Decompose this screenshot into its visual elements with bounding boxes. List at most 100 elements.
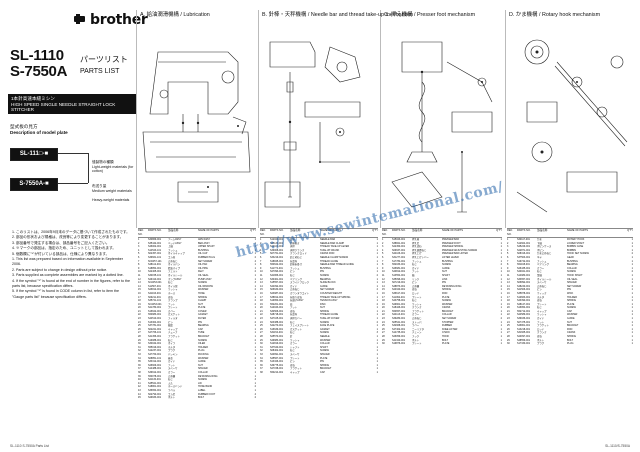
name-jp-cell: ねじ (168, 338, 173, 342)
name-en-cell: PUMP ASSY (198, 277, 212, 281)
qty-cell: 1 (500, 266, 502, 270)
parts-no-cell: S19950-001 (270, 299, 284, 303)
ref-no-cell: 3 (138, 245, 140, 249)
qty-cell: 1 (500, 248, 502, 252)
machine-description-band: 1本針高速本縫ミシン HIGH SPEED SINGLE NEEDLE STRA… (8, 94, 136, 114)
table-header: REF. NO. PARTS NO. 部品名称 NAME OF PARTS Q'… (260, 229, 378, 238)
name-jp-cell: プレート (412, 342, 422, 346)
ref-no-cell: 22 (382, 313, 385, 317)
name-en-cell: BUSHING (198, 248, 209, 252)
qty-cell: 1 (376, 353, 378, 356)
ref-no-cell: 44 (138, 392, 141, 396)
name-jp-cell: 押えばね (412, 245, 422, 249)
qty-cell: 1 (500, 338, 502, 342)
qty-cell: 2 (376, 288, 378, 292)
parts-no-cell: S28127-001 (517, 302, 531, 306)
parts-no-cell: S35442-001 (148, 241, 162, 245)
name-en-cell: PLUG (567, 342, 574, 346)
name-en-cell: THREAD TAKE-UP LEVER (320, 245, 350, 249)
ref-no-cell: 5 (382, 252, 384, 256)
ref-no-cell: 3 (260, 245, 262, 249)
header-name-jp: 部品名称 (412, 229, 423, 232)
name-jp-cell: ベッドASSY (168, 241, 182, 245)
parts-no-cell: S20340-001 (392, 288, 406, 292)
name-en-cell: PRESSER BAR (442, 238, 460, 241)
qty-cell: 4 (254, 392, 256, 396)
qty-cell: 1 (631, 277, 633, 281)
ref-no-cell: 3 (382, 245, 384, 249)
name-en-cell: PIN (442, 281, 446, 285)
parts-no-cell: S30155-101 (148, 273, 162, 277)
parts-no-cell: S21506-001 (517, 288, 531, 292)
parts-no-cell: S11774-001 (270, 266, 283, 270)
header-ref-no: REF. NO. (507, 229, 513, 236)
name-jp-cell: 針棒 (290, 238, 295, 241)
name-en-cell: PIN (567, 288, 571, 292)
name-en-cell: WICK (567, 291, 574, 295)
name-jp-cell: ウィック (537, 291, 547, 295)
parts-no-cell: S48112-001 (148, 263, 161, 267)
name-jp-cell: プラグ (537, 342, 545, 346)
ref-no-cell: 6 (260, 255, 262, 259)
parts-no-cell: S18845-001 (270, 259, 284, 263)
parts-no-cell: S13304-001 (148, 320, 162, 324)
qty-cell: 1 (376, 324, 378, 328)
name-jp-cell: ピン (290, 360, 295, 364)
qty-cell: 1 (376, 295, 378, 299)
name-jp-cell: プレート (168, 306, 178, 310)
name-en-cell: HOSE (198, 291, 205, 295)
ref-no-cell: 23 (138, 317, 141, 321)
name-en-cell: LINK (442, 277, 448, 281)
qty-cell: 1 (500, 291, 502, 295)
ref-no-cell: 12 (507, 277, 510, 281)
qty-cell: 1 (376, 313, 378, 317)
parts-no-cell: S12237-001 (148, 349, 162, 353)
qty-cell: 1 (500, 309, 502, 313)
qty-cell: 1 (254, 388, 256, 392)
plate-note-1: 縫製物の種類 Light-weight materials (for cotto… (92, 160, 138, 174)
ref-no-cell: 33 (260, 353, 263, 356)
name-en-cell: GUIDE (567, 317, 575, 321)
parts-no-cell: S12604-001 (517, 241, 531, 245)
name-en-cell: LID (198, 381, 202, 385)
ref-no-cell: 4 (507, 248, 509, 252)
ref-no-cell: 7 (382, 259, 384, 263)
section-header-d: D. かま機構 / Rotary hook mechanism (509, 12, 601, 18)
qty-cell: 1 (500, 306, 502, 310)
qty-cell: 1 (500, 335, 502, 339)
name-en-cell: SET SCREW (442, 317, 457, 321)
name-en-cell: PRESSER FOOT (442, 241, 461, 245)
parts-no-cell: S21780-001 (148, 306, 162, 310)
parts-no-cell: S41193-001 (148, 291, 161, 295)
name-jp-cell: プラグ (168, 349, 176, 353)
ref-no-cell: 19 (507, 302, 510, 306)
parts-no-cell: S19742-001 (517, 259, 531, 263)
name-en-cell: COLLAR (442, 313, 452, 317)
name-en-cell: CRANK ROD (320, 252, 335, 256)
parts-no-cell: S33657-001 (517, 277, 531, 281)
parts-no-cell: S49983-001 (270, 338, 284, 342)
qty-cell: 1 (376, 370, 378, 374)
ref-no-cell: 21 (138, 309, 141, 313)
ref-no-cell: 23 (382, 317, 385, 321)
parts-no-cell: S18426-001 (392, 306, 406, 310)
ref-no-cell: 1 (507, 238, 509, 241)
qty-cell: 2 (254, 288, 256, 292)
